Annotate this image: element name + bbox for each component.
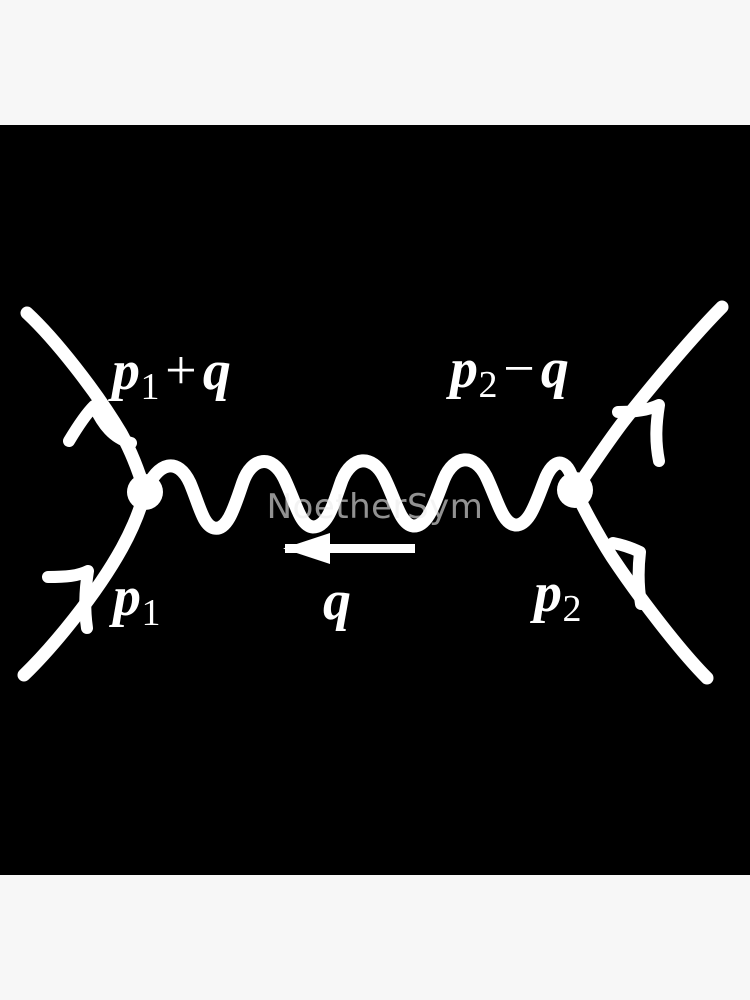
- leg-upper-right: [568, 300, 729, 497]
- label-upper-right: p2−q: [450, 338, 570, 404]
- label-lower-left-sub: 1: [141, 591, 161, 634]
- label-upper-left-base: p: [112, 340, 141, 402]
- label-upper-right-sub: 2: [478, 363, 498, 406]
- label-lower-left-base: p: [113, 566, 142, 628]
- label-lower-right-base: p: [534, 562, 563, 624]
- label-upper-left-op: +: [165, 340, 198, 402]
- leg-lower-left: [17, 485, 152, 682]
- feynman-diagram: [17, 300, 729, 685]
- label-upper-left-sub: 1: [140, 365, 160, 408]
- label-propagator-base: q: [323, 570, 352, 632]
- leg-lower-right: [568, 483, 714, 685]
- vertex-right: [557, 472, 593, 508]
- label-upper-right-term: q: [540, 338, 570, 400]
- arrowhead-lower-left: [42, 565, 94, 634]
- vertex-left: [127, 474, 163, 510]
- arrowhead-upper-right: [612, 399, 665, 467]
- leg-upper-left: [20, 306, 152, 499]
- label-upper-right-base: p: [450, 338, 479, 400]
- label-propagator: q: [323, 573, 352, 629]
- arrowhead-lower-right: [607, 537, 647, 610]
- label-upper-right-op: −: [503, 338, 536, 400]
- q-momentum-arrow: [283, 533, 415, 564]
- arrowhead-upper-left: [63, 400, 137, 449]
- label-lower-right: p2: [534, 562, 582, 628]
- label-lower-left: p1: [113, 566, 161, 632]
- label-lower-right-sub: 2: [562, 587, 582, 630]
- diagram-artboard: p1+q p2−q p1 p2 q NoetherSym: [0, 125, 750, 875]
- photon-propagator: [138, 453, 582, 535]
- label-upper-left: p1+q: [112, 340, 232, 406]
- label-upper-left-term: q: [202, 340, 232, 402]
